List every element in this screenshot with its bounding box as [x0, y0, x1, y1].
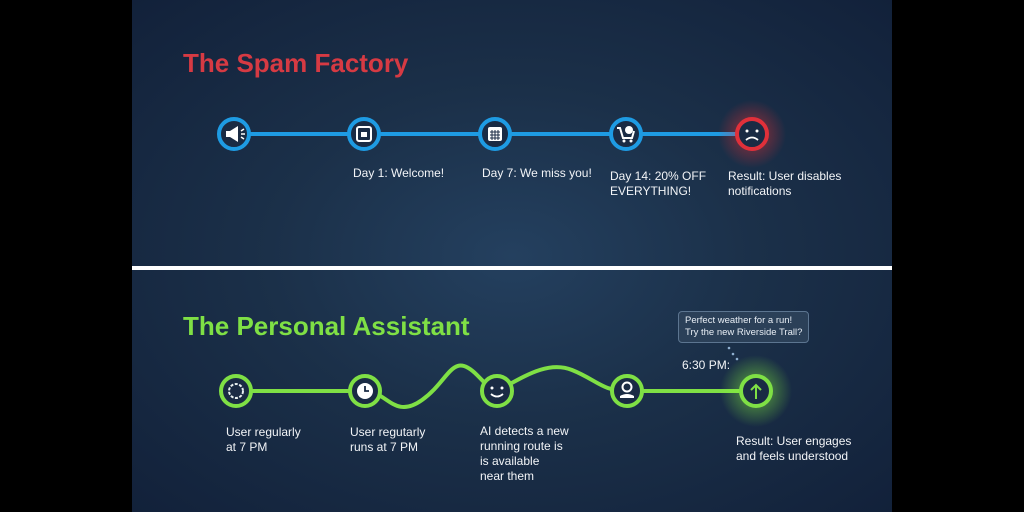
arrow-node [739, 374, 773, 408]
personal-assistant-title: The Personal Assistant [183, 311, 470, 341]
spam-step-label: Day 7: We miss you! [482, 166, 592, 180]
brain-node [219, 374, 253, 408]
arrow-up-icon [750, 383, 762, 399]
megaphone-node [217, 117, 251, 151]
spam-step-label: Day 14: 20% OFF EVERYTHING! [610, 169, 707, 198]
diagram-graphics [132, 100, 892, 427]
spam-step-label: Result: User disables notifications [728, 169, 842, 198]
smile-node [480, 374, 514, 408]
assistant-step-label: User regutarly runs at 7 PM [350, 425, 426, 454]
assistant-step-label: AI detects a new running route is is ava… [480, 424, 569, 483]
smile-face-icon [490, 393, 504, 398]
spam-step-label: Day 1: Welcome! [353, 166, 445, 180]
sad-node [735, 117, 769, 151]
calendar-grid-node [478, 117, 512, 151]
spam-factory-title: The Spam Factory [183, 48, 409, 78]
shopping-cart-icon [617, 127, 635, 139]
cart-node [609, 117, 643, 151]
user-icon [621, 381, 633, 393]
calendar-icon [356, 126, 372, 142]
notification-bubble: Perfect weather for a run! Try the new R… [678, 311, 810, 343]
assistant-step-label: User regularly at 7 PM [226, 425, 301, 454]
time-label: 6:30 PM: [682, 358, 731, 372]
megaphone-icon [226, 126, 238, 142]
brain-icon [228, 383, 244, 399]
user-node [610, 374, 644, 408]
calendar-node [347, 117, 381, 151]
sad-face-icon [745, 136, 759, 141]
clock-node [348, 374, 382, 408]
assistant-step-label: Result: User engages and feels understoo… [736, 434, 852, 463]
infographic-panel: The Spam Factory [132, 0, 892, 512]
